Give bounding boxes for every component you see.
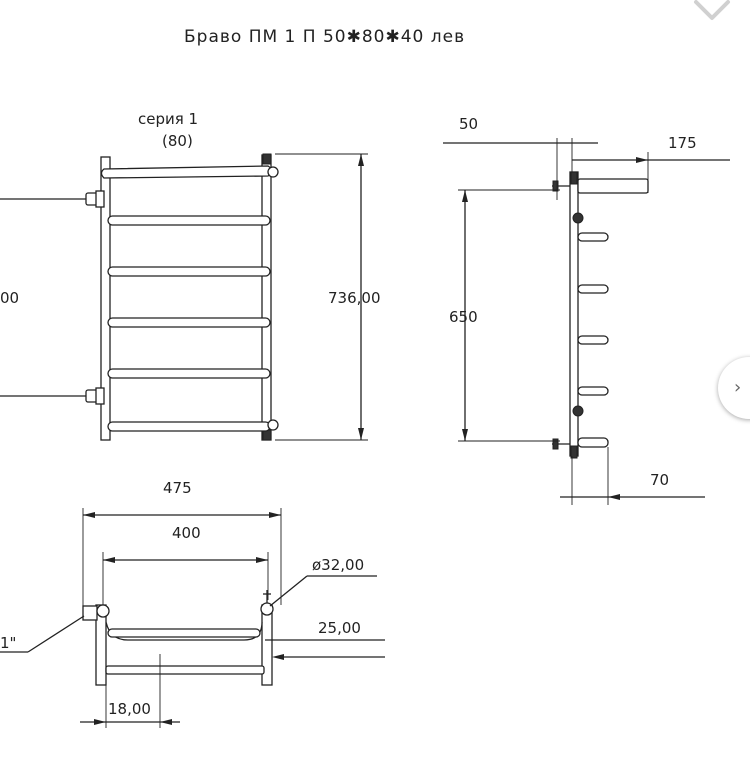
cut-height-label: 00 bbox=[0, 289, 19, 307]
top-view: 475 400 18,00 ø32,00 25 bbox=[0, 479, 385, 728]
rung-4 bbox=[107, 368, 271, 379]
center-distance-dimension: 650 bbox=[449, 308, 478, 326]
rung-3 bbox=[107, 317, 271, 328]
series-label: серия 1 bbox=[138, 110, 198, 128]
left-upright bbox=[100, 156, 111, 441]
rung-1 bbox=[107, 215, 271, 226]
chevron-down-icon[interactable] bbox=[690, 0, 734, 32]
chevron-right-icon: › bbox=[734, 377, 742, 398]
overall-width-dimension: 475 bbox=[163, 479, 192, 497]
top-rung bbox=[100, 165, 273, 179]
rung-5 bbox=[107, 421, 271, 432]
height-dimension: 736,00 bbox=[328, 289, 381, 307]
diameter-label: ø32,00 bbox=[312, 556, 364, 574]
cut-label: 1" bbox=[0, 634, 16, 652]
rung-2 bbox=[107, 266, 271, 277]
side-view: 50 175 650 70 bbox=[443, 115, 730, 505]
depth-dimension: 175 bbox=[668, 134, 697, 152]
offset-dimension: 18,00 bbox=[108, 700, 151, 718]
connection-dimension: 25,00 bbox=[318, 619, 361, 637]
front-view: серия 1 (80) 00 736,00 bbox=[0, 110, 381, 441]
drawing-title: Браво ПМ 1 П 50✱80✱40 лев bbox=[184, 27, 465, 47]
center-width-dimension: 400 bbox=[172, 524, 201, 542]
bottom-depth-dimension: 70 bbox=[650, 471, 669, 489]
right-upright bbox=[261, 154, 272, 441]
top-offset-dimension: 50 bbox=[459, 115, 478, 133]
lower-rung bbox=[105, 665, 265, 675]
series-width-label: (80) bbox=[162, 132, 193, 150]
